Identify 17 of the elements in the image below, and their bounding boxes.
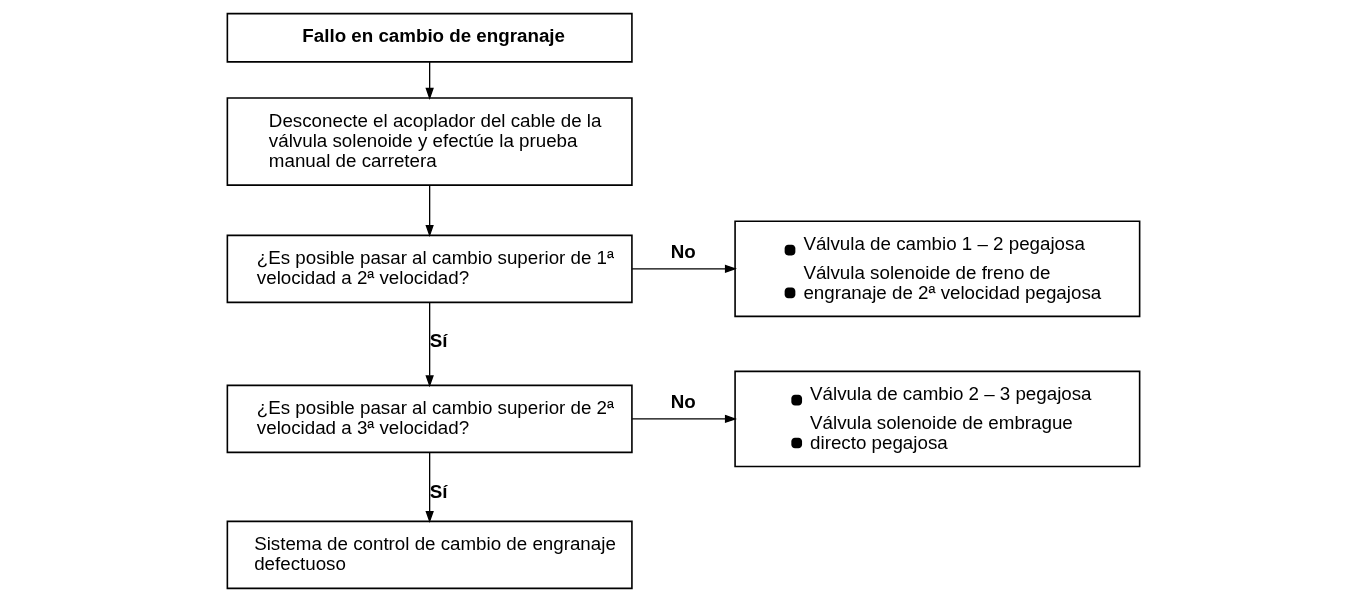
arrow (425, 61, 434, 100)
node-box: ¿Es posible pasar al cambio superior de 1ª velocidad a 2ª velocidad? (226, 234, 633, 304)
edge-label: Sí (429, 330, 448, 352)
arrow (425, 184, 434, 238)
node-box: Válvula de cambio 1 – 2 pegajosa Válvula solenoide de freno de engranaje de 2ª velocidad pegajosa (734, 220, 1141, 318)
arrow (425, 301, 434, 388)
node-box: Desconecte el acoplador del cable de la válvula solenoide y efectúe la prueba manual de carretera (226, 97, 633, 186)
arrow (631, 414, 737, 424)
arrow (425, 451, 434, 524)
edge-label: Sí (429, 480, 448, 502)
node-box: ¿Es posible pasar al cambio superior de 2ª velocidad a 3ª velocidad? (226, 384, 633, 454)
node-box: Fallo en cambio de engranaje (226, 12, 633, 63)
edge-label: No (670, 241, 696, 263)
arrow (631, 264, 737, 274)
node-box: Válvula de cambio 2 – 3 pegajosa Válvula solenoide de embrague directo pegajosa (734, 370, 1141, 468)
node-box: Sistema de control de cambio de engranaje defectuoso (226, 520, 633, 590)
edge-label: No (670, 391, 696, 413)
